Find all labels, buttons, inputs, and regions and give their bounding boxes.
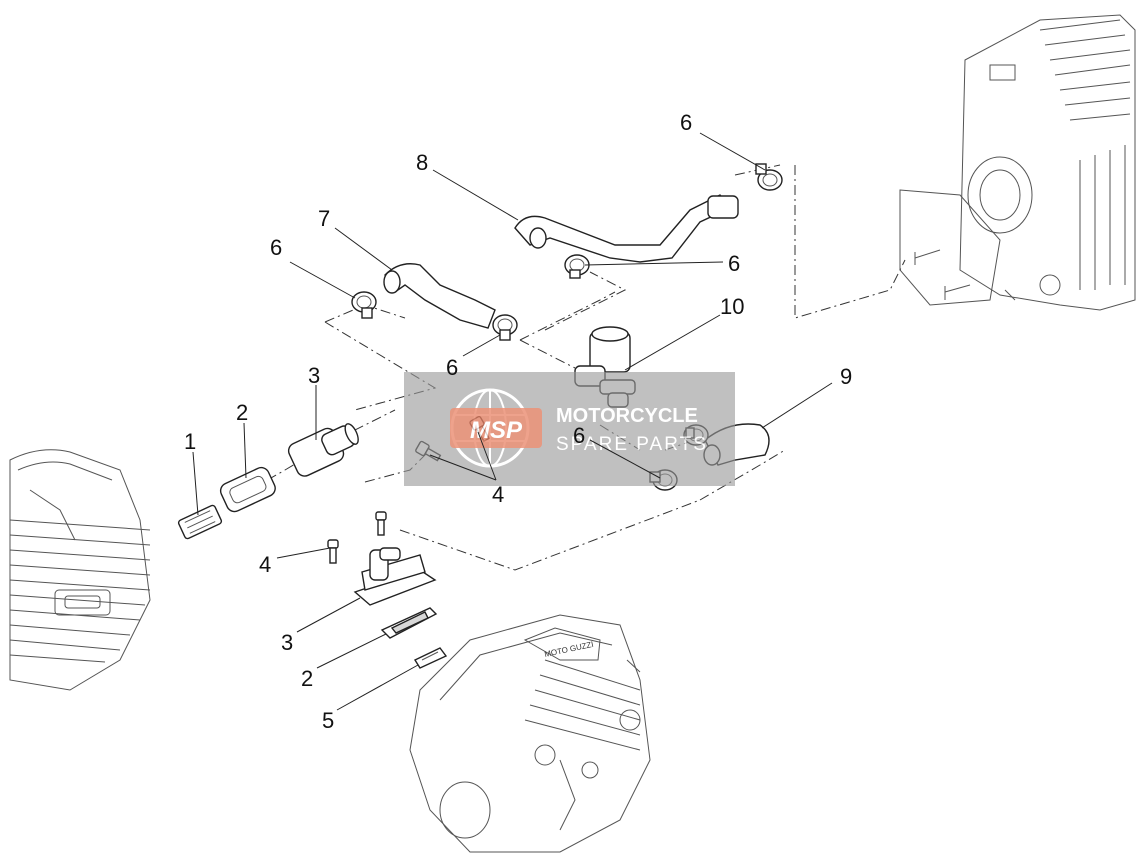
- engine-badge: MOTO GUZZI: [544, 640, 595, 659]
- callout-4: 4: [492, 482, 504, 507]
- callout-7: 7: [318, 206, 330, 231]
- callout-6: 6: [728, 251, 740, 276]
- part-3-valve-housing-lower: [353, 547, 437, 606]
- part-1-reed-valve: [177, 504, 223, 540]
- callout-3: 3: [281, 630, 293, 655]
- watermark: MSP MOTORCYCLE SPARE PARTS: [404, 372, 735, 486]
- callout-10: 10: [720, 294, 744, 319]
- callout-6: 6: [446, 355, 458, 380]
- left-cylinder: [9, 449, 151, 691]
- callout-2: 2: [236, 400, 248, 425]
- callout-8: 8: [416, 150, 428, 175]
- bottom-cylinder-head: MOTO GUZZI: [409, 614, 651, 853]
- leader-lines: [192, 132, 833, 711]
- watermark-logo: MSP: [470, 417, 523, 444]
- callout-5: 5: [322, 708, 334, 733]
- watermark-line1: MOTORCYCLE: [556, 405, 698, 427]
- callout-9: 9: [840, 364, 852, 389]
- part-5-reed: [413, 647, 448, 669]
- callout-4: 4: [259, 552, 271, 577]
- callout-1: 1: [184, 429, 196, 454]
- callout-6: 6: [680, 110, 692, 135]
- callout-2: 2: [301, 666, 313, 691]
- part-8-long-hose: [514, 194, 739, 263]
- part-2-gasket: [219, 466, 276, 513]
- callout-6: 6: [573, 423, 585, 448]
- part-4-screws-lower: [327, 511, 387, 564]
- part-2-gasket-lower: [380, 607, 438, 639]
- callouts: 1 2 3 4 6 7 8 6 6 6 10 9 6 4 3 2 5: [184, 110, 852, 733]
- callout-6: 6: [270, 235, 282, 260]
- watermark-line2: SPARE PARTS: [556, 434, 708, 455]
- part-7-hose: [383, 263, 496, 329]
- callout-3: 3: [308, 363, 320, 388]
- part-3-valve-housing: [287, 423, 359, 477]
- right-engine-block: [899, 14, 1136, 311]
